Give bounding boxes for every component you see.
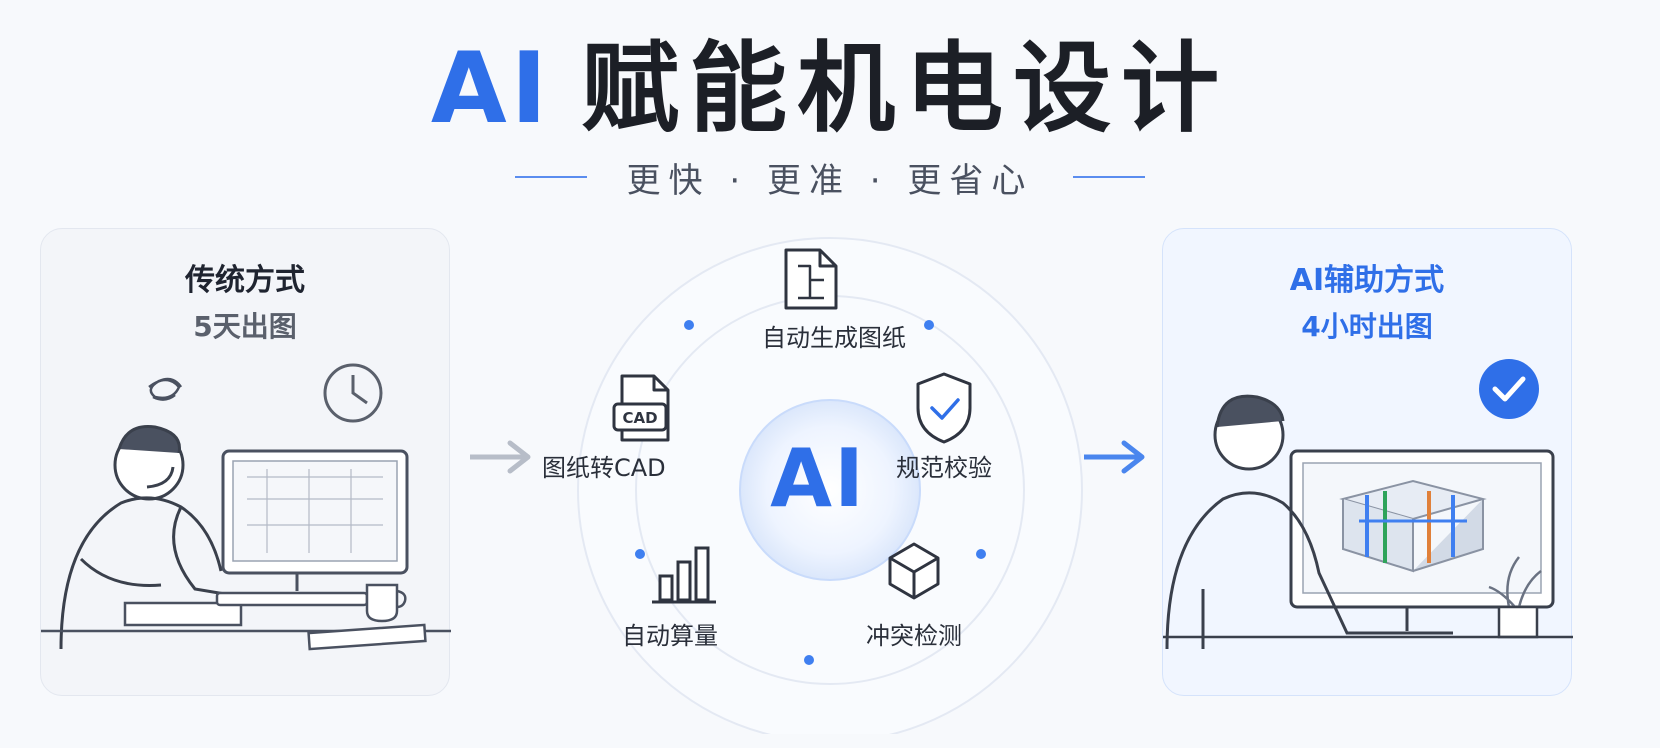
arrow-right-icon [1084,440,1145,474]
orbit-dot [684,320,694,330]
cube-icon [888,542,940,600]
hub-rings: CAD [577,237,1083,743]
orbit-dot [635,549,645,559]
checkmark-badge-icon [1479,359,1539,419]
shield-check-icon [916,372,972,444]
subtitle-divider-left [514,176,587,178]
orbit-dot [804,655,814,665]
hub-ai-label: AI [770,432,866,525]
ai-assisted-time: 4小时出图 [1301,310,1433,343]
working-person [1165,394,1387,650]
title-rest: 赋能机电设计 [581,32,1230,146]
feature-compliance: 规范校验 [896,454,992,482]
feature-auto-drawing: 自动生成图纸 [762,324,906,352]
document-icon [784,248,838,310]
traditional-time: 5天出图 [193,310,297,343]
bim-model [1339,479,1487,573]
plant [1488,556,1542,639]
subtitle-divider-right [1073,176,1146,178]
bar-chart-icon [652,546,716,604]
arrow-right-icon [470,440,531,474]
title-ai: AI [430,32,552,146]
orbit-dot [976,549,986,559]
ai-assisted-card: AI辅助方式 4小时出图 [1162,228,1573,696]
stressed-person [59,424,256,650]
feature-quantity: 自动算量 [622,622,718,650]
cad-file-icon [612,374,670,442]
ai-hub: CAD 自动生成图纸 图纸转CAD 规范校验 自动算量 冲突检测 [540,222,1120,743]
traditional-illustration [41,363,451,651]
feature-to-cad: 图纸转CAD [542,454,666,482]
cad-badge: CAD [622,409,657,427]
traditional-heading: 传统方式 [185,263,305,298]
feature-clash: 冲突检测 [866,622,962,650]
ai-assisted-heading: AI辅助方式 [1289,263,1445,298]
subtitle: 更快 · 更准 · 更省心 [626,160,1034,201]
page-title: AI 赋能机电设计 [0,34,1660,144]
ai-assisted-illustration [1163,359,1573,650]
desk [41,583,451,651]
orbit-dot [924,320,934,330]
traditional-card: 传统方式 5天出图 [40,228,451,696]
subtitle-row: 更快 · 更准 · 更省心 [0,152,1660,202]
monitor [221,449,409,597]
clock-icon [323,363,383,423]
stress-scribble-icon [148,377,183,401]
